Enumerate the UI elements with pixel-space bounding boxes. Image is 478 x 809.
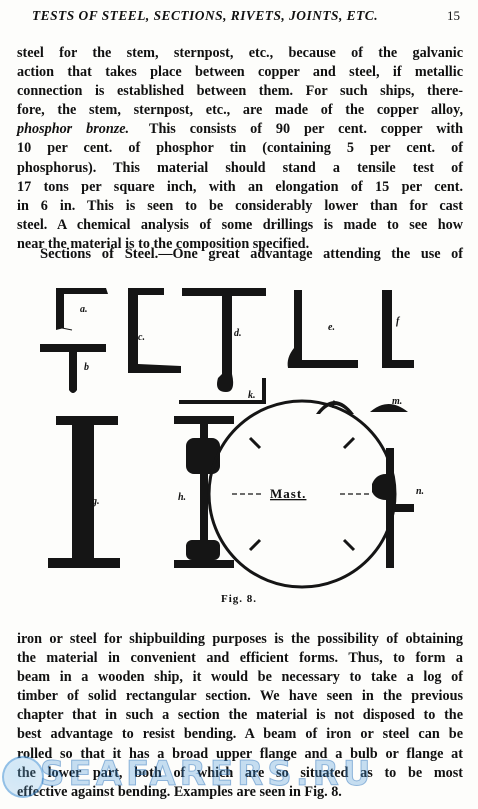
text-line: in 6 in. This is seen to be considerably… — [17, 197, 463, 214]
text-line: phosphor bronze. This consists of 90 per… — [17, 120, 463, 139]
text-line: action that takes place between copper a… — [17, 64, 463, 81]
text-line: phosphorus). This material should stand … — [17, 159, 463, 176]
figure-caption: Fig. 8. — [220, 593, 258, 605]
label-m: m. — [392, 396, 402, 407]
page-header: TESTS OF STEEL, SECTIONS, RIVETS, JOINTS… — [20, 8, 460, 28]
label-l: l — [332, 400, 335, 411]
watermark-text: SEAFARERS.RU — [39, 754, 375, 795]
text-line: timber of solid rectangular section. We … — [17, 688, 463, 705]
section-heading: Sections of Steel. — [40, 246, 159, 262]
italic-term: phosphor bronze. — [17, 121, 130, 138]
text-line: beam in a wooden ship, it would be neces… — [17, 669, 463, 686]
text-line: the lower part, both of which are so sit… — [17, 764, 463, 781]
text-line: connection is established between them. … — [17, 83, 463, 100]
watermark: SEAFARERS.RU — [0, 748, 478, 809]
label-g: g. — [91, 496, 100, 507]
label-c: c. — [138, 332, 145, 343]
bulb-angle-d — [182, 288, 266, 392]
section-lead-in: —One great advantage attending the use o… — [158, 246, 463, 262]
text-fragment: This consists of 90 per cent. copper wit… — [149, 121, 463, 138]
text-line: 17 tons per square inch, with an elongat… — [17, 178, 463, 195]
label-b: b — [84, 362, 89, 373]
text-line: steel. A chemical analysis of some drill… — [17, 216, 463, 233]
channel-c — [128, 288, 181, 373]
angle-k — [179, 400, 266, 404]
label-e: e. — [328, 322, 335, 333]
running-title: TESTS OF STEEL, SECTIONS, RIVETS, JOINTS… — [32, 8, 379, 23]
text-line: steel for the stem, sternpost, etc., bec… — [17, 45, 463, 61]
text-line: chapter that in such a section the mater… — [17, 707, 463, 724]
text-line: rolled so that it has a broad upper flan… — [17, 745, 463, 762]
figure-steel-sections: a. b c. d. e. f k. l m. g. h. n. Mast. — [40, 288, 424, 589]
mast-label: Mast. — [270, 486, 306, 501]
i-beam-g — [48, 416, 120, 568]
text-line: best advantage to resist bending. A beam… — [17, 726, 463, 743]
section-intro-line: Sections of Steel.—One great advantage a… — [17, 245, 463, 264]
angle-bar-a — [56, 288, 108, 330]
paragraph-2: iron or steel for shipbuilding purposes … — [17, 630, 463, 802]
globe-icon — [2, 756, 44, 798]
mast-circle — [207, 399, 397, 589]
text-line: the material in convenient and efficient… — [17, 650, 463, 667]
label-n: n. — [416, 486, 424, 497]
page-number: 15 — [447, 8, 460, 23]
text-line: fore, the stem, sternpost, etc., are mad… — [17, 102, 463, 119]
zed-bar-e — [287, 290, 358, 368]
text-line: 10 per cent. of phosphor tin (containing… — [17, 140, 463, 157]
label-f: f — [396, 316, 401, 327]
text-line: near the material is to the composition … — [17, 235, 310, 252]
label-k: k. — [248, 390, 256, 401]
label-h: h. — [178, 492, 186, 503]
paragraph-1: steel for the stem, sternpost, etc., bec… — [17, 44, 463, 254]
text-line: iron or steel for shipbuilding purposes … — [17, 631, 463, 647]
tee-bar-b — [40, 344, 106, 393]
channel-f — [382, 290, 414, 368]
label-d: d. — [234, 328, 242, 339]
text-line: effective against bending. Examples are … — [17, 783, 342, 800]
label-a: a. — [80, 304, 88, 315]
flat-bulb-m — [370, 404, 408, 412]
